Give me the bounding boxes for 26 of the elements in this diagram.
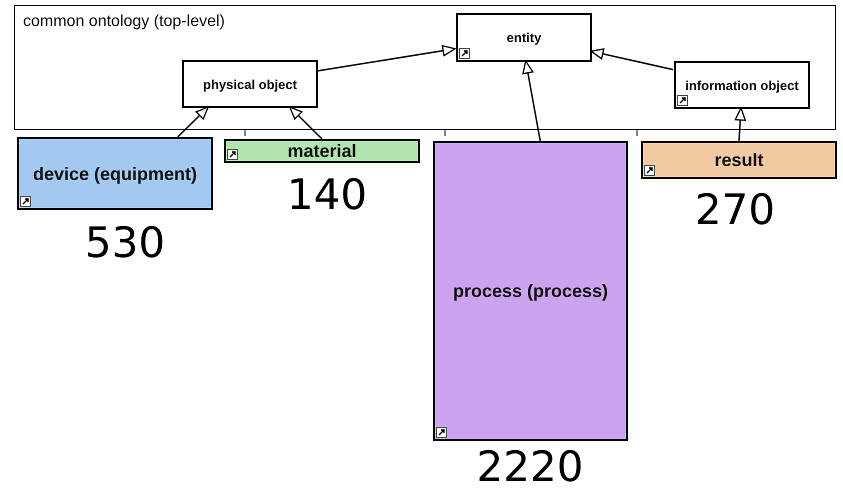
class-box	[182, 60, 318, 108]
count-label: 530	[84, 218, 166, 267]
class-box	[456, 13, 592, 62]
class-label: result	[714, 149, 764, 171]
class-label: device (equipment)	[32, 162, 198, 184]
class-box	[641, 141, 837, 179]
count-label: 270	[694, 185, 776, 234]
class-label: physical object	[203, 76, 297, 92]
generalization-arrow	[522, 60, 541, 142]
generalization-arrow	[289, 106, 323, 140]
generalization-arrow	[734, 107, 746, 142]
ontology-frame	[14, 5, 836, 130]
count-label: 140	[286, 170, 368, 219]
class-label: process (process)	[452, 280, 608, 302]
frame-title: common ontology (top-level)	[23, 12, 225, 31]
generalization-arrow	[177, 106, 209, 138]
generalization-arrow	[316, 45, 456, 72]
class-label: material	[287, 140, 357, 162]
generalization-arrow	[590, 48, 674, 70]
class-label: information object	[685, 78, 799, 92]
class-box	[17, 137, 213, 210]
count-label: 2220	[476, 442, 584, 491]
class-box	[433, 141, 628, 441]
class-box	[674, 61, 810, 109]
class-label: entity	[506, 30, 542, 45]
class-box	[224, 139, 420, 163]
